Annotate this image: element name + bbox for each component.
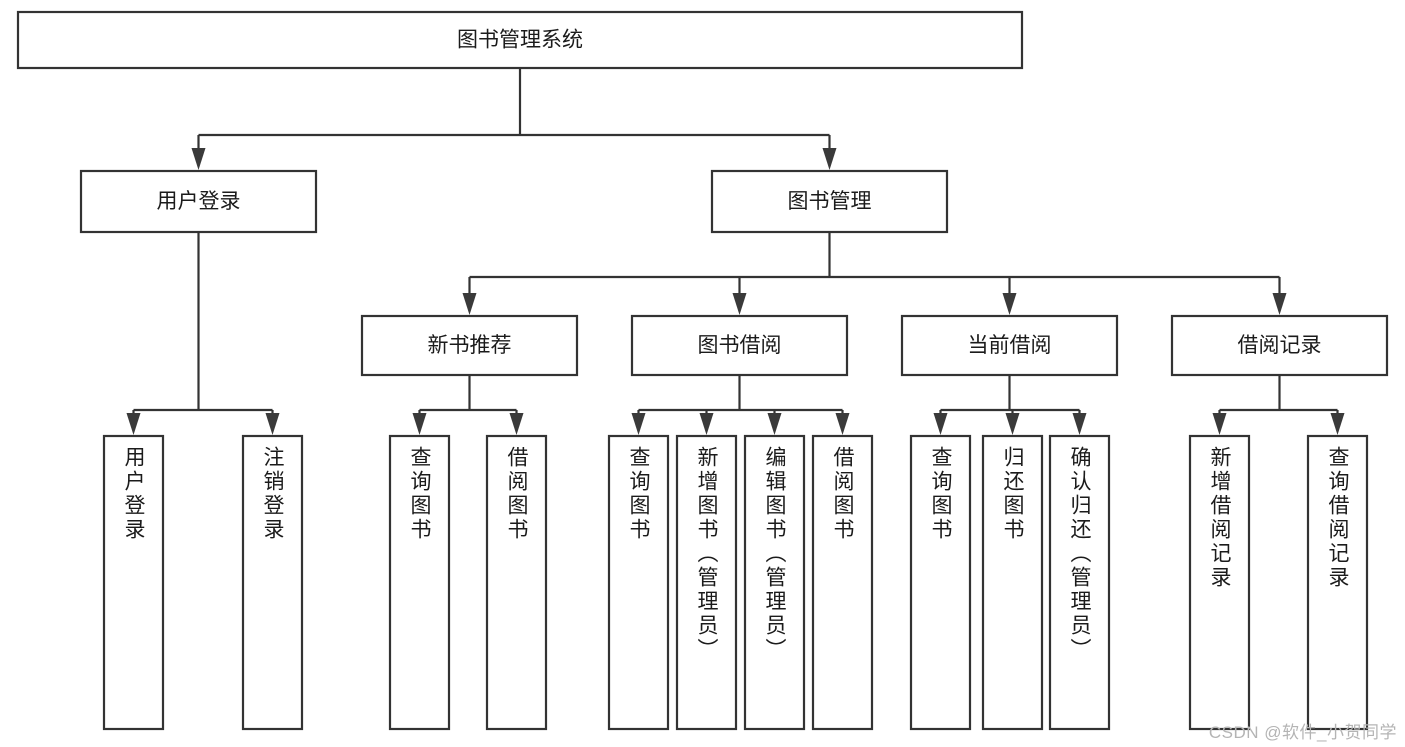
node-level3-label-3: 借阅记录 [1238,334,1322,357]
arrow-head-icon [191,148,206,170]
arrow-head-icon [412,413,427,435]
node-level2-label-0: 用户登录 [157,190,241,213]
arrow-head-icon [822,148,837,170]
arrow-head-icon [631,413,646,435]
node-root-label: 图书管理系统 [457,29,583,52]
arrow-head-icon [126,413,141,435]
node-level3-label-2: 当前借阅 [968,334,1052,357]
node-root-box[interactable] [16,10,1024,70]
node-leaf-box-12[interactable] [1306,434,1369,731]
arrow-head-icon [1272,293,1287,315]
node-leaf-box-8[interactable] [909,434,972,731]
node-level3-box-2[interactable] [900,314,1119,377]
arrow-head-icon [1072,413,1087,435]
node-level3-box-3[interactable] [1170,314,1389,377]
node-level2-box-1[interactable] [710,169,949,234]
arrow-head-icon [1002,293,1017,315]
arrow-head-icon [699,413,714,435]
arrow-head-icon [1005,413,1020,435]
arrow-head-icon [767,413,782,435]
arrow-head-icon [933,413,948,435]
arrow-head-icon [732,293,747,315]
arrow-head-icon [1330,413,1345,435]
arrow-head-icon [1212,413,1227,435]
arrow-head-icon [462,293,477,315]
node-level3-label-0: 新书推荐 [428,334,512,357]
node-leaf-box-5[interactable] [675,434,738,731]
arrow-head-icon [509,413,524,435]
node-level2-box-0[interactable] [79,169,318,234]
watermark-text: CSDN @软件_小贺同学 [1208,723,1397,742]
node-leaf-box-2[interactable] [388,434,451,731]
node-leaf-box-3[interactable] [485,434,548,731]
arrow-head-icon [835,413,850,435]
node-leaf-box-4[interactable] [607,434,670,731]
node-level3-box-0[interactable] [360,314,579,377]
node-leaf-box-9[interactable] [981,434,1044,731]
node-leaf-box-6[interactable] [743,434,806,731]
connector-layer [126,68,1345,435]
node-leaf-box-10[interactable] [1048,434,1111,731]
node-leaf-box-0[interactable] [102,434,165,731]
node-leaf-box-7[interactable] [811,434,874,731]
node-level3-label-1: 图书借阅 [698,334,782,357]
box-layer [16,10,1389,731]
node-leaf-box-1[interactable] [241,434,304,731]
node-level3-box-1[interactable] [630,314,849,377]
node-level2-label-1: 图书管理 [788,190,872,213]
arrow-head-icon [265,413,280,435]
node-leaf-box-11[interactable] [1188,434,1251,731]
